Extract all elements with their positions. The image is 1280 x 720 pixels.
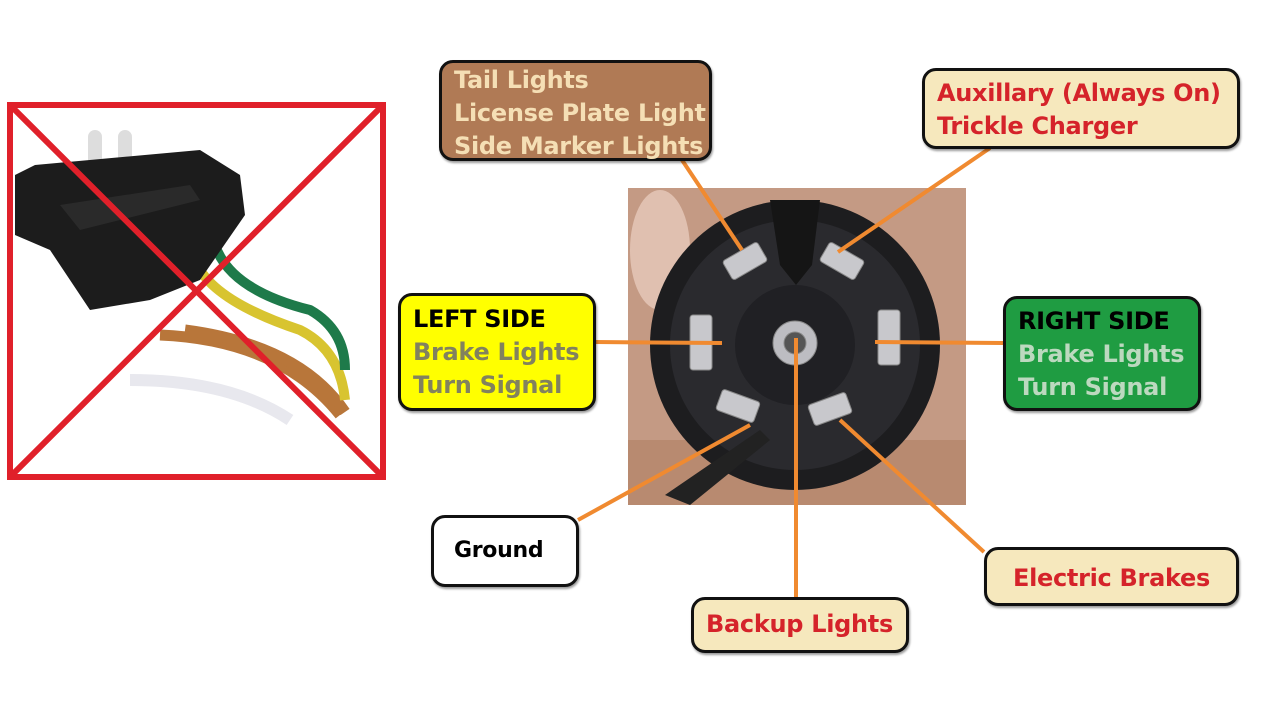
leader-line-tail <box>680 158 744 252</box>
leader-line-electric-brakes <box>838 418 986 554</box>
label-title: RIGHT SIDE <box>1018 307 1170 335</box>
label-line: Backup Lights <box>706 610 893 638</box>
label-line: Brake Lights <box>1018 340 1185 368</box>
backup-lights-label: Backup Lights <box>691 597 909 653</box>
label-line: Turn Signal <box>1018 373 1167 401</box>
label-line: Brake Lights <box>413 338 580 366</box>
tail-lights-label: Tail Lights License Plate Light Side Mar… <box>439 60 712 161</box>
leader-lines <box>577 146 1004 597</box>
four-pin-connector-image <box>15 130 350 426</box>
cross-out-mark <box>7 102 386 480</box>
label-title: LEFT SIDE <box>413 305 546 333</box>
leader-line-auxiliary <box>836 146 992 254</box>
label-line: License Plate Light <box>454 99 706 127</box>
label-line: Electric Brakes <box>1013 564 1210 592</box>
leader-line-left <box>594 340 723 345</box>
auxiliary-label: Auxillary (Always On) Trickle Charger <box>922 68 1240 149</box>
label-line: Trickle Charger <box>937 112 1138 140</box>
label-line: Ground <box>454 538 544 563</box>
leader-line-right <box>874 340 1004 345</box>
right-side-label: RIGHT SIDE Brake Lights Turn Signal <box>1003 296 1201 411</box>
ground-label: Ground <box>431 515 579 587</box>
label-line: Turn Signal <box>413 371 562 399</box>
label-line: Side Marker Lights <box>454 132 704 160</box>
left-side-label: LEFT SIDE Brake Lights Turn Signal <box>398 293 596 411</box>
electric-brakes-label: Electric Brakes <box>984 547 1239 606</box>
leader-line-ground <box>577 423 751 522</box>
label-line: Tail Lights <box>454 66 589 94</box>
label-line: Auxillary (Always On) <box>937 79 1221 107</box>
